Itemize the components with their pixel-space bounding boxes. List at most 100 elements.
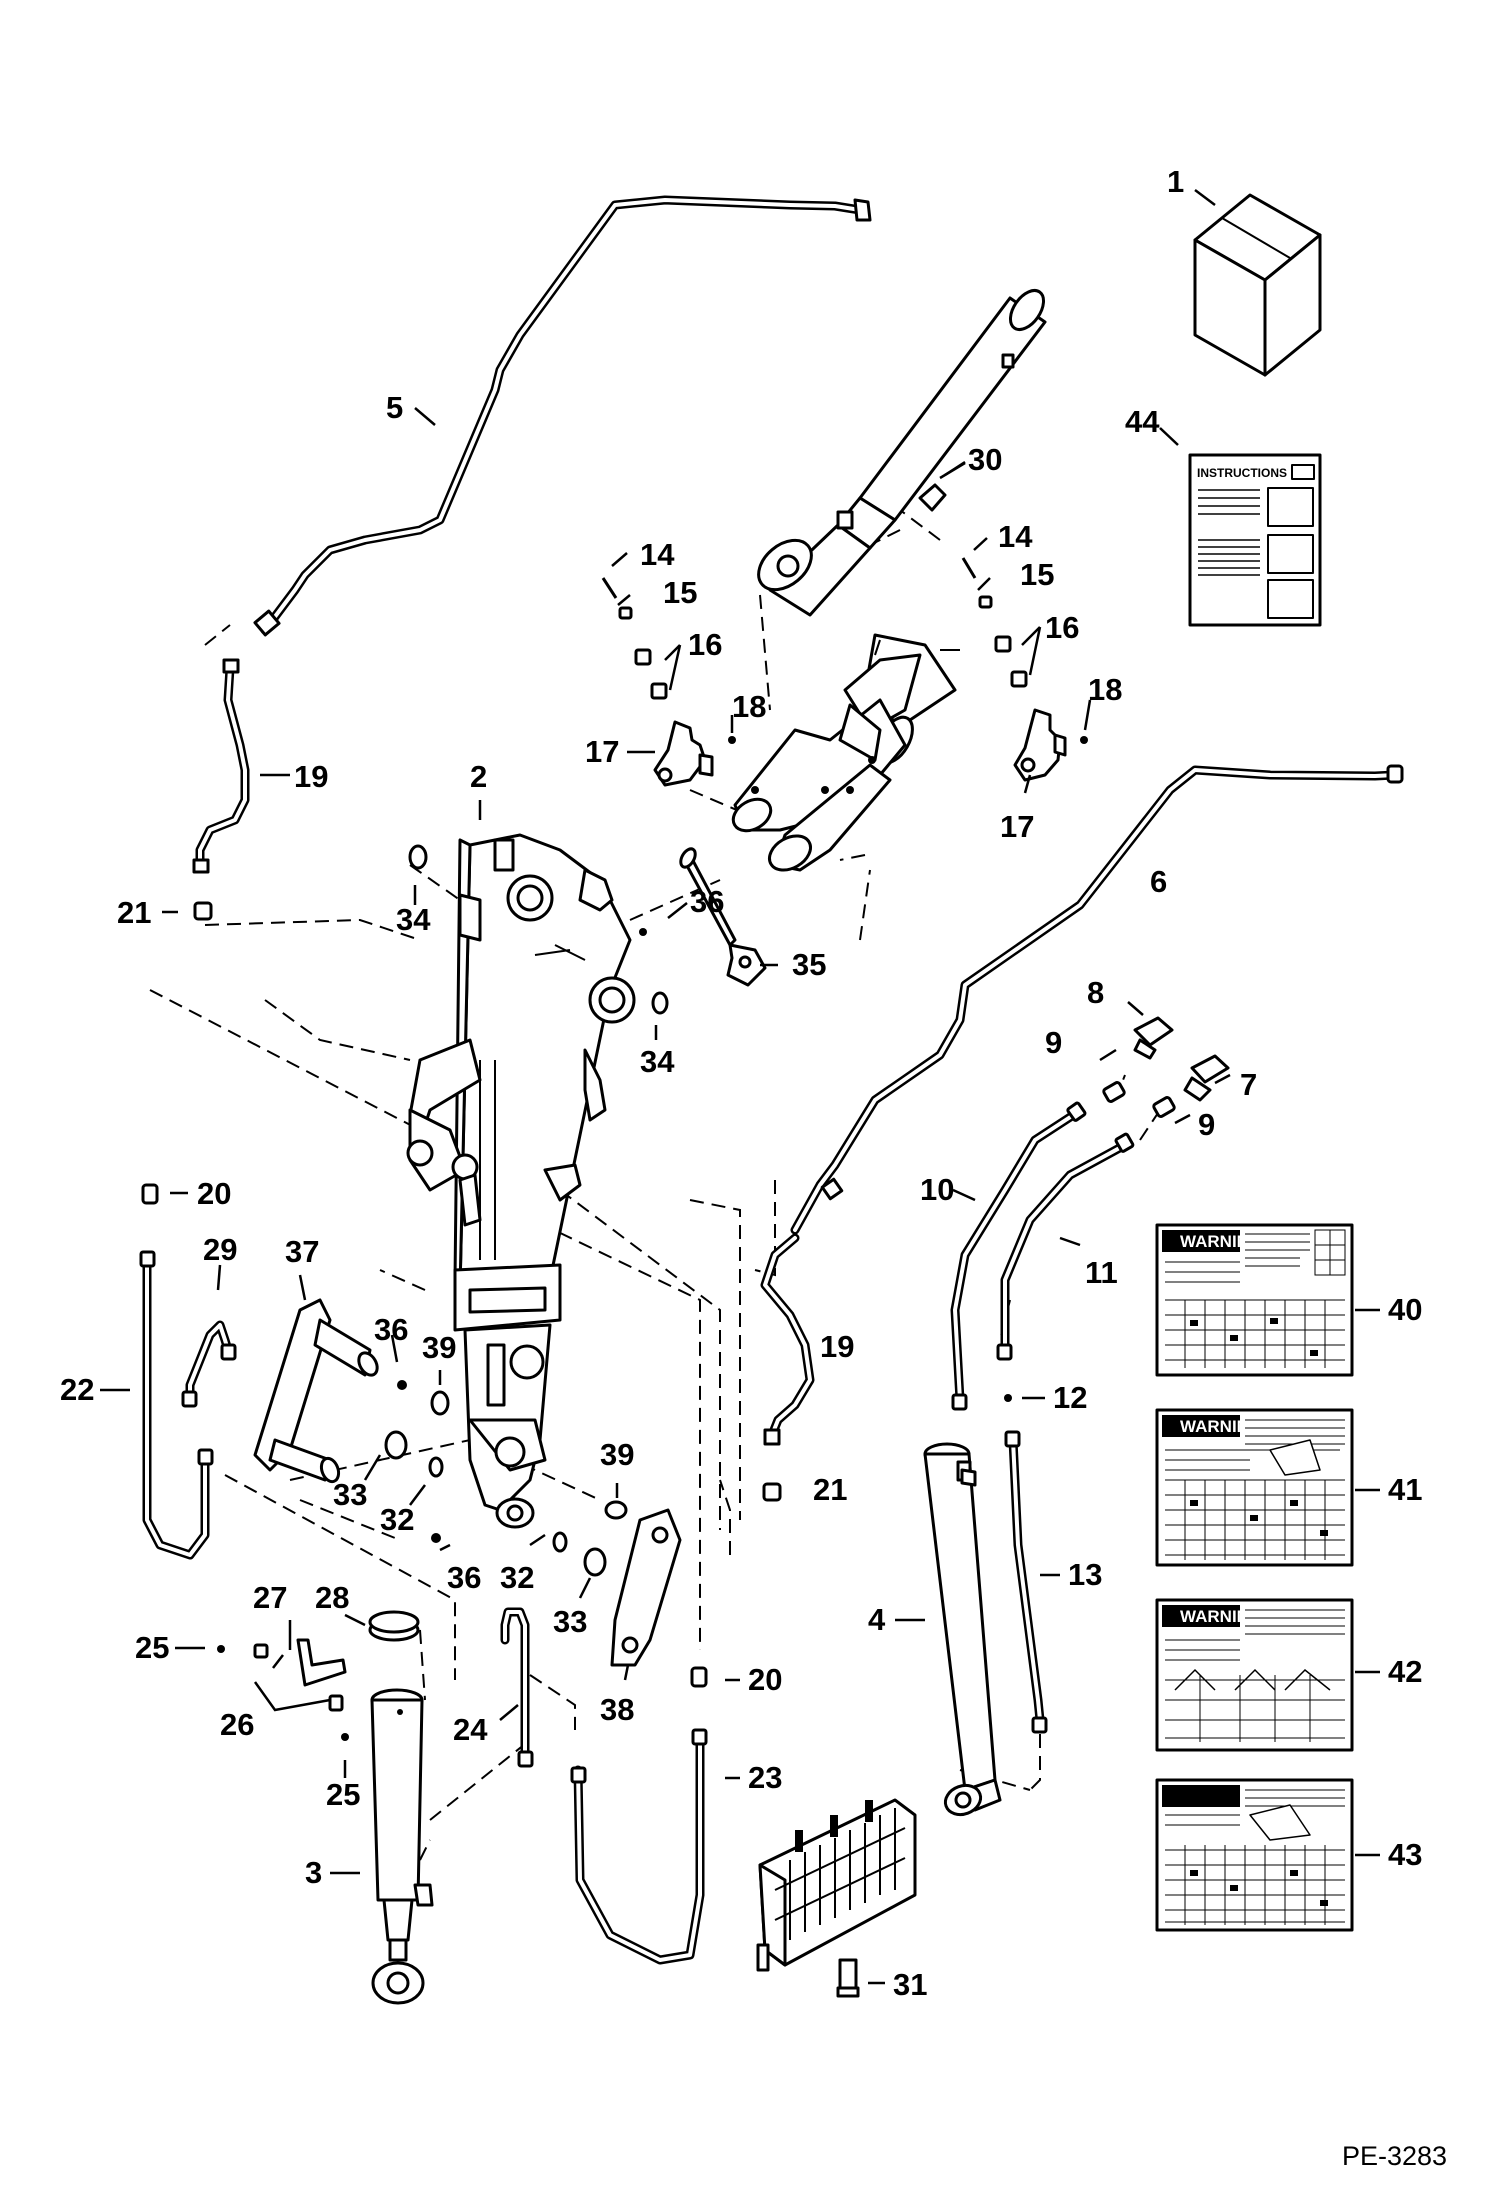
callout-2: 2 xyxy=(470,759,487,794)
callout-19-left: 19 xyxy=(294,759,328,794)
callout-20-right: 20 xyxy=(748,1662,782,1697)
fitting-9 xyxy=(1102,1081,1176,1118)
pin-bracket-37 xyxy=(253,1298,379,1484)
bracket-17-left xyxy=(653,720,714,787)
callout-17-left: 17 xyxy=(585,734,619,769)
callout-25-bottom: 25 xyxy=(326,1777,360,1812)
callout-20-left: 20 xyxy=(197,1176,231,1211)
fitting-8 xyxy=(1133,1016,1174,1060)
hose-23 xyxy=(570,1728,708,1965)
callout-4: 4 xyxy=(868,1602,886,1637)
bolt-36-top xyxy=(639,928,647,936)
callout-21-right: 21 xyxy=(813,1472,847,1507)
callout-17-right: 17 xyxy=(1000,809,1034,844)
nut-21-right xyxy=(762,1482,782,1502)
callout-35: 35 xyxy=(792,947,826,982)
callout-32-right: 32 xyxy=(500,1560,534,1595)
tube-13 xyxy=(1004,1430,1048,1734)
callout-34-top: 34 xyxy=(396,902,431,937)
arm-2 xyxy=(406,833,636,1529)
callout-38: 38 xyxy=(600,1692,634,1727)
plate-38 xyxy=(610,1508,682,1667)
callout-1: 1 xyxy=(1167,164,1184,199)
cylinder-4 xyxy=(923,1442,1002,1817)
bracket-27 xyxy=(253,1638,347,1712)
instructions-heading: INSTRUCTIONS xyxy=(1197,466,1287,480)
callout-44: 44 xyxy=(1125,404,1160,439)
callout-34-mid: 34 xyxy=(640,1044,675,1079)
fitting-20-left xyxy=(141,1183,159,1205)
seal-12 xyxy=(1004,1394,1012,1402)
tube-6 xyxy=(790,764,1404,1235)
bolt-25-bottom xyxy=(341,1733,349,1741)
tube-29 xyxy=(181,1320,237,1408)
callout-21-left: 21 xyxy=(117,895,151,930)
document-number: PE-3283 xyxy=(1342,2141,1447,2171)
fitting-7 xyxy=(1183,1054,1230,1102)
decal-42-heading: WARNING xyxy=(1180,1607,1262,1626)
callout-10: 10 xyxy=(920,1172,954,1207)
callout-8: 8 xyxy=(1087,975,1104,1010)
box-1 xyxy=(1193,193,1322,377)
callout-25-top: 25 xyxy=(135,1630,169,1665)
hose-22 xyxy=(139,1250,214,1560)
callout-33-right: 33 xyxy=(553,1604,587,1639)
cylinder-3 xyxy=(370,1688,434,2005)
callout-3: 3 xyxy=(305,1855,322,1890)
cylinder-30-top xyxy=(757,288,1047,617)
callout-39-right: 39 xyxy=(600,1437,634,1472)
callout-42: 42 xyxy=(1388,1654,1422,1689)
o-ring-34-top xyxy=(408,844,428,870)
pin-35 xyxy=(679,847,767,987)
callout-40: 40 xyxy=(1388,1292,1422,1327)
hose-10 xyxy=(950,1101,1087,1411)
tube-19-left xyxy=(192,658,250,874)
callout-7: 7 xyxy=(1240,1067,1257,1102)
callout-9-right: 9 xyxy=(1198,1107,1215,1142)
callout-32-left: 32 xyxy=(380,1502,414,1537)
hardware-right xyxy=(961,557,1088,744)
callout-31: 31 xyxy=(893,1967,927,2002)
callout-6: 6 xyxy=(1150,864,1167,899)
callout-43: 43 xyxy=(1388,1837,1422,1872)
leader-lines xyxy=(100,189,1380,1985)
callout-15-right: 15 xyxy=(1020,557,1054,592)
callout-41: 41 xyxy=(1388,1472,1422,1507)
callout-29: 29 xyxy=(203,1232,237,1267)
callout-26: 26 xyxy=(220,1707,254,1742)
callout-33-left: 33 xyxy=(333,1477,367,1512)
o-ring-34-mid xyxy=(651,991,669,1015)
decal-43 xyxy=(1155,1778,1354,1932)
callout-16-left: 16 xyxy=(688,627,722,662)
lower-arm-hardware xyxy=(384,1380,628,1577)
callout-18-right: 18 xyxy=(1088,672,1122,707)
callout-36-mid: 36 xyxy=(374,1312,408,1347)
bracket-17-right xyxy=(1013,708,1067,782)
callout-18-left: 18 xyxy=(732,689,766,724)
callout-19-right: 19 xyxy=(820,1329,854,1364)
hardware-left xyxy=(601,577,736,744)
callout-36-bottom: 36 xyxy=(447,1560,481,1595)
clamp-28 xyxy=(368,1610,420,1642)
valve-31 xyxy=(756,1798,917,1998)
tube-19-right xyxy=(760,1233,815,1446)
callout-labels: 1 44 5 30 14 15 16 18 17 14 15 16 18 17 … xyxy=(60,164,1422,2002)
callout-39-left: 39 xyxy=(422,1330,456,1365)
callout-22: 22 xyxy=(60,1372,94,1407)
decal-41-heading: WARNING xyxy=(1180,1417,1262,1436)
callout-24: 24 xyxy=(453,1712,488,1747)
bracket-assembly xyxy=(731,633,960,872)
tube-24 xyxy=(500,1607,534,1768)
decal-40-heading: WARNING xyxy=(1180,1232,1262,1251)
decal-40: WARNING xyxy=(1155,1223,1354,1377)
callout-36-top: 36 xyxy=(690,884,724,919)
tube-5 xyxy=(253,195,872,637)
callout-9-top: 9 xyxy=(1045,1025,1062,1060)
callout-11: 11 xyxy=(1085,1255,1118,1290)
decal-41: WARNING xyxy=(1155,1408,1354,1567)
callout-13: 13 xyxy=(1068,1557,1102,1592)
callout-14-right: 14 xyxy=(998,519,1033,554)
callout-30: 30 xyxy=(968,442,1002,477)
callout-16-right: 16 xyxy=(1045,610,1079,645)
